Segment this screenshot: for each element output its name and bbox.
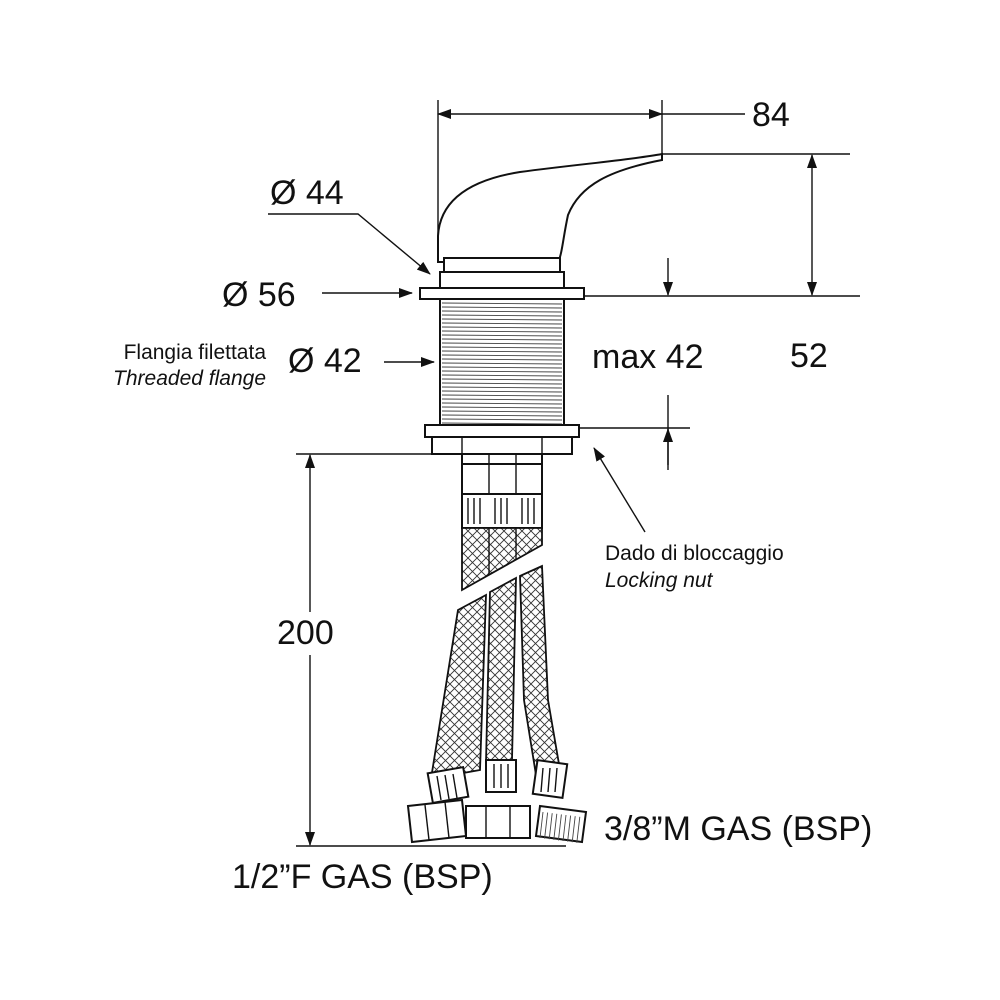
dimension-thread-diameter: Ø 42 Flangia filettata Threaded flange <box>113 341 435 390</box>
dimension-width: 84 <box>437 96 790 240</box>
female-fitting-middle <box>465 805 531 839</box>
locking-nut-washer <box>424 424 580 438</box>
threaded-flange-label-it: Flangia filettata <box>124 341 267 364</box>
female-fitting-label: 1/2”F GAS (BSP) <box>232 858 493 896</box>
hose-middle <box>485 576 517 763</box>
dimension-hose-length: 200 <box>277 453 566 847</box>
hose-right <box>519 564 562 777</box>
dim-max-thickness-label: max 42 <box>592 338 704 376</box>
dimension-lever-diameter: Ø 44 <box>268 174 431 275</box>
male-fitting-label: 3/8”M GAS (BSP) <box>604 810 872 848</box>
female-fitting-left <box>406 798 468 844</box>
mixer-tap <box>419 152 663 455</box>
dimension-flange-diameter: Ø 56 <box>222 276 413 314</box>
dim-width-label: 84 <box>752 96 790 134</box>
dim-height-label: 52 <box>790 337 828 375</box>
flange <box>419 287 585 300</box>
dimension-max-thickness: max 42 <box>580 258 704 470</box>
flexible-hoses <box>406 453 588 844</box>
locking-nut-label-it: Dado di bloccaggio <box>605 542 784 565</box>
hose-left <box>428 593 487 787</box>
dimension-height: 52 <box>584 153 860 375</box>
lever-handle <box>437 152 663 263</box>
dim-hose-length-label: 200 <box>277 614 334 652</box>
threaded-flange-label-en: Threaded flange <box>113 367 266 390</box>
locking-nut-callout: Dado di bloccaggio Locking nut <box>593 447 784 592</box>
lever-base-step <box>439 271 565 289</box>
dim-lever-diameter-label: Ø 44 <box>270 174 344 212</box>
locking-nut-label-en: Locking nut <box>605 569 714 592</box>
dim-thread-diameter-label: Ø 42 <box>288 342 362 380</box>
thread-lines <box>441 302 563 425</box>
lever-base <box>443 257 561 273</box>
dim-flange-diameter-label: Ø 56 <box>222 276 296 314</box>
locking-nut <box>431 436 573 455</box>
male-fitting <box>534 804 588 844</box>
male-thread-lines <box>539 811 581 843</box>
threaded-body <box>439 298 565 426</box>
